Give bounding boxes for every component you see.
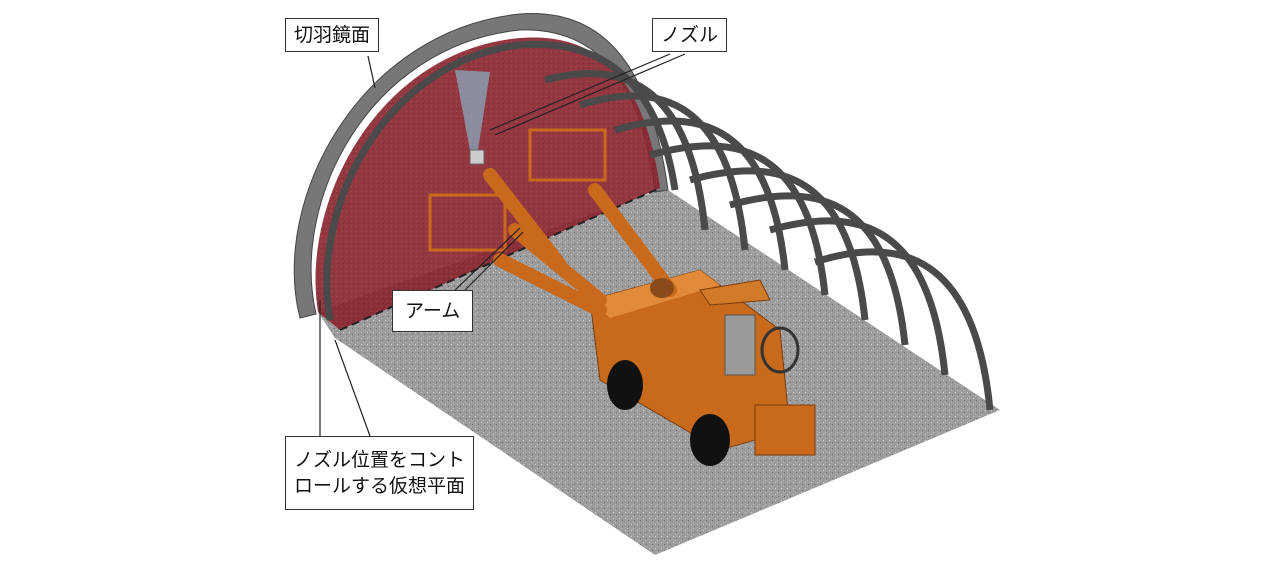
steel-ribs bbox=[323, 40, 994, 411]
arm-label: アーム bbox=[392, 290, 474, 332]
face-label: 切羽鏡面 bbox=[285, 18, 380, 52]
leader-lines bbox=[319, 53, 686, 437]
face-rim bbox=[293, 13, 669, 319]
virtual-plane-label-line1: ノズル位置をコント bbox=[294, 449, 466, 471]
nozzle-label: ノズル bbox=[652, 18, 728, 52]
virtual-plane-label: ノズル位置をコント ロールする仮想平面 bbox=[285, 436, 475, 510]
nozzle-spray bbox=[455, 70, 490, 150]
virtual-plane bbox=[315, 37, 660, 330]
shotcrete-machine bbox=[428, 70, 816, 466]
virtual-plane-label-line2: ロールする仮想平面 bbox=[294, 475, 466, 497]
